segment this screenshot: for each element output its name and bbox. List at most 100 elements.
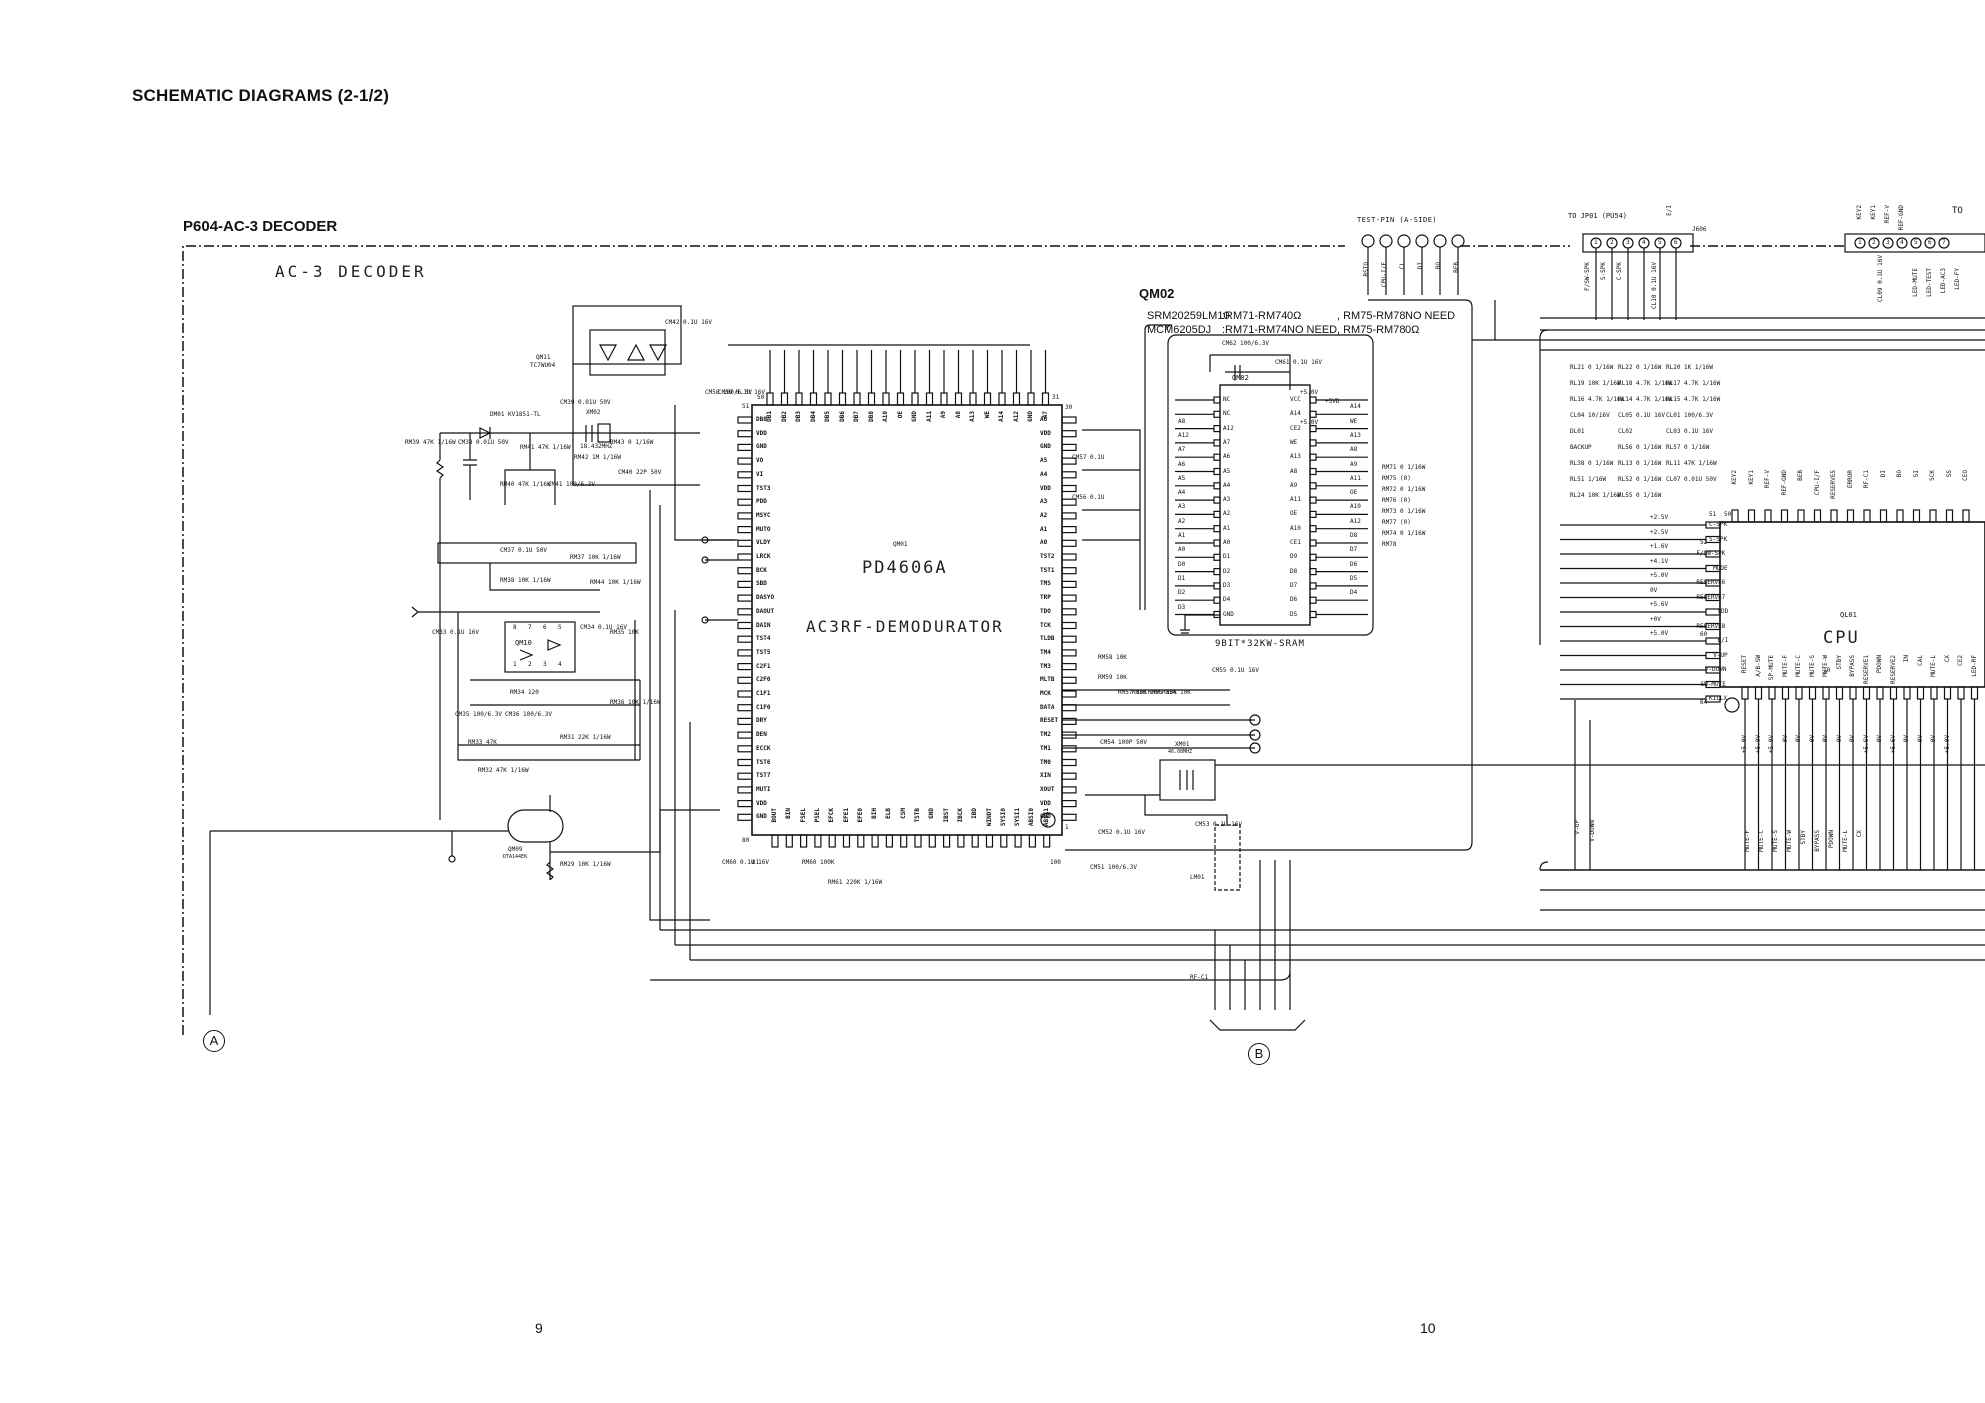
qm01-pin-stub bbox=[780, 392, 789, 406]
qm01-pin-stub bbox=[737, 512, 753, 520]
cpu-pin-stub bbox=[1943, 686, 1952, 700]
qm01-top-pin: DB3 bbox=[795, 411, 802, 422]
sram-left-pin: NC bbox=[1223, 396, 1231, 403]
right-connector-pin-circle bbox=[1854, 237, 1866, 249]
cpu-pin-stub bbox=[1747, 509, 1756, 523]
qm01-left-pin: VDD bbox=[756, 799, 767, 807]
sram-cap: CM62 100/6.3V bbox=[1222, 340, 1269, 347]
sram-left-pin: A7 bbox=[1223, 438, 1231, 446]
qm01-pin-stub bbox=[957, 834, 965, 848]
sram-resistor: RM72 0 1/16W bbox=[1382, 486, 1426, 493]
sram-right-net: D6 bbox=[1350, 560, 1358, 568]
cpu-left-voltage: +0V bbox=[1650, 615, 1661, 623]
jp01-pin: 5 bbox=[1658, 239, 1662, 246]
cpu-part: RL11 47K 1/16W bbox=[1666, 460, 1717, 467]
cpu-left-voltage: +2.5V bbox=[1650, 514, 1669, 521]
cpu-part: CL05 0.1U 16V bbox=[1618, 412, 1665, 419]
sram-right-net: A14 bbox=[1350, 403, 1361, 411]
xm01-part: CM53 0.1U 16V bbox=[1195, 821, 1242, 828]
qm11-part: TC7WU04 bbox=[530, 362, 556, 369]
cpu-bottom-voltage: 0V bbox=[1916, 735, 1924, 743]
qm01-right-pin: GND bbox=[1040, 443, 1051, 451]
qm01-pin-stub bbox=[737, 813, 753, 821]
cpu-part: RL14 4.7K 1/16W bbox=[1618, 396, 1673, 403]
qm01-left-pin: DB0 bbox=[756, 416, 767, 423]
part: SRM20259LM10 bbox=[1147, 310, 1230, 322]
qm10-part: RM33 47K bbox=[468, 739, 497, 746]
jp01-ref: J606 bbox=[1692, 226, 1707, 233]
qm01-top-pin: DB4 bbox=[809, 411, 817, 422]
xm01-part: CM54 100P 50V bbox=[1100, 739, 1147, 746]
qm01-pin-stub bbox=[1061, 553, 1077, 561]
qm01-pin-stub bbox=[1061, 430, 1077, 438]
qm01-pin-stub bbox=[871, 834, 879, 848]
qm01-pin-stub bbox=[771, 834, 779, 848]
cpu-left-pin: MODE bbox=[1713, 564, 1728, 572]
cpu-bottom-voltage: +5.0V bbox=[1943, 735, 1951, 754]
qm02-note-value: NO NEED bbox=[1405, 310, 1456, 322]
qm01-pin-stub bbox=[985, 834, 994, 848]
sram-pin-stub bbox=[1213, 482, 1221, 490]
sram-right-pin: VCC bbox=[1290, 396, 1301, 403]
cpu-part: CL03 0.1U 16V bbox=[1666, 428, 1713, 435]
cpu-pin-stub bbox=[1929, 509, 1937, 523]
cpu-ref: QL01 bbox=[1840, 611, 1857, 619]
sram-pin-stub bbox=[1309, 596, 1317, 604]
qm01-right-pin: TM0 bbox=[1040, 758, 1051, 766]
qm01-bottom-pin: TSTB bbox=[914, 808, 921, 823]
qm01-right-pin: DATA bbox=[1040, 703, 1055, 711]
cpu-part: RL57 0 1/16W bbox=[1666, 444, 1710, 451]
qm01-pin-stub bbox=[842, 834, 851, 848]
qm01-bottom-pin: EFE0 bbox=[856, 808, 864, 823]
sram-desc: 9BIT*32KW-SRAM bbox=[1215, 639, 1305, 649]
qm01-right-pin: VDD bbox=[1040, 484, 1051, 492]
sram-right-net: A11 bbox=[1350, 474, 1361, 482]
cpu-bottom-pin: BYPASS bbox=[1849, 655, 1856, 677]
sram-left-net: D0 bbox=[1178, 560, 1186, 568]
sram-right-net: A9 bbox=[1350, 460, 1358, 468]
qm01-bottom-pin: IBCK bbox=[956, 808, 964, 823]
right-connector-led: LED-FY bbox=[1954, 268, 1961, 290]
cpu-pin-stub bbox=[1781, 686, 1790, 700]
qm01-pin-stub bbox=[785, 834, 793, 848]
qm01-pin-stub bbox=[1014, 834, 1022, 848]
test-pin: CL bbox=[1399, 262, 1406, 270]
right-connector-led: LED-AC3 bbox=[1940, 268, 1947, 294]
sram-right-net: OE bbox=[1350, 489, 1358, 497]
qm01-bottom-pin: BIH bbox=[871, 808, 879, 819]
qm01-pin-stub bbox=[809, 392, 818, 406]
qm01-pin-stub bbox=[857, 834, 865, 848]
qm01-pin-num: 100 bbox=[1050, 859, 1061, 866]
qm01-pin-stub bbox=[940, 392, 948, 406]
qm01-pin-stub bbox=[853, 392, 861, 406]
cpu-pin-stub bbox=[1764, 509, 1772, 523]
qm01-pin-stub bbox=[737, 553, 753, 561]
sram-left-pin: NC bbox=[1223, 410, 1231, 418]
qm01-left-pin: DAOUT bbox=[756, 607, 775, 615]
qm10-part: RM32 47K 1/16W bbox=[478, 767, 529, 774]
qm11-part: RM40 47K 1/16W bbox=[500, 481, 551, 488]
cpu-bottom-voltage: +5.0V bbox=[1754, 735, 1762, 754]
qm01-left-pin: SBD bbox=[756, 580, 767, 588]
cpu-left-voltage: +2.5V bbox=[1650, 528, 1669, 536]
cpu-part: RL18 4.7K 1/16W bbox=[1618, 380, 1673, 387]
sram-left-net: A3 bbox=[1178, 503, 1186, 511]
xm01-part: RM59 10K bbox=[1098, 674, 1127, 681]
test-pin-circle bbox=[1415, 234, 1429, 248]
cpu-bottom-voltage: 0V bbox=[1903, 735, 1910, 743]
sram-left-net: A7 bbox=[1178, 446, 1186, 454]
qm01-pin-stub bbox=[914, 834, 922, 848]
cpu-pin-number: 51 bbox=[1709, 511, 1717, 518]
qm01-pin-stub bbox=[1061, 621, 1077, 630]
cpu-bottom-pin: MUTE-L bbox=[1930, 655, 1937, 677]
cpu-part: RL55 0 1/16W bbox=[1618, 492, 1662, 499]
cpu-left-voltage: +5.0V bbox=[1650, 572, 1669, 579]
qm11-ref: QM11 bbox=[536, 354, 551, 361]
sram-pin-stub bbox=[1213, 496, 1221, 504]
qm01-pin-stub bbox=[1061, 484, 1077, 493]
qm01-pin-stub bbox=[1041, 392, 1050, 406]
right-connector-top-pin: REF-V bbox=[1884, 205, 1891, 224]
qm11-part: RM39 47K 1/16W bbox=[405, 439, 456, 446]
cpu-top-pin: KEY2 bbox=[1731, 470, 1738, 485]
qm01-top-pin: A14 bbox=[998, 411, 1005, 422]
